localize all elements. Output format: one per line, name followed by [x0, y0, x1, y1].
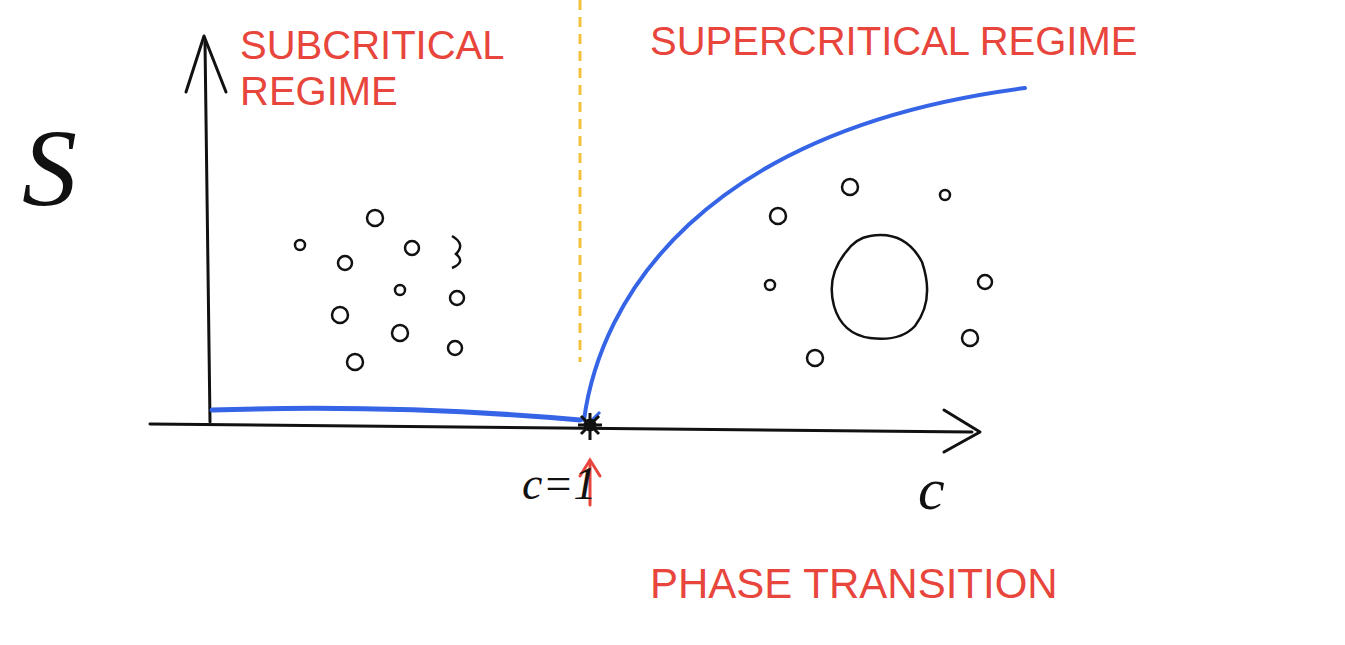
x-axis-label: c	[918, 455, 945, 524]
zero-branch	[212, 408, 580, 420]
transition-divider	[579, 0, 582, 362]
critical-value-label: c=1	[522, 458, 596, 511]
x-axis	[150, 424, 972, 432]
region-label: SUBCRITICAL REGIME	[240, 22, 570, 114]
y-axis-label: S	[22, 105, 77, 232]
y-axis	[205, 42, 210, 422]
x-axis-arrowhead	[944, 410, 980, 452]
annotation-label: PHASE TRANSITION	[650, 560, 1058, 608]
giant-component	[832, 235, 927, 339]
critical-point-star	[578, 413, 602, 440]
clusters-supercritical	[765, 179, 992, 366]
y-axis-arrowhead	[186, 36, 226, 92]
small-clusters-subcritical	[295, 210, 464, 370]
region-label: SUPERCRITICAL REGIME	[650, 18, 1137, 64]
order-parameter-curve	[584, 88, 1025, 420]
